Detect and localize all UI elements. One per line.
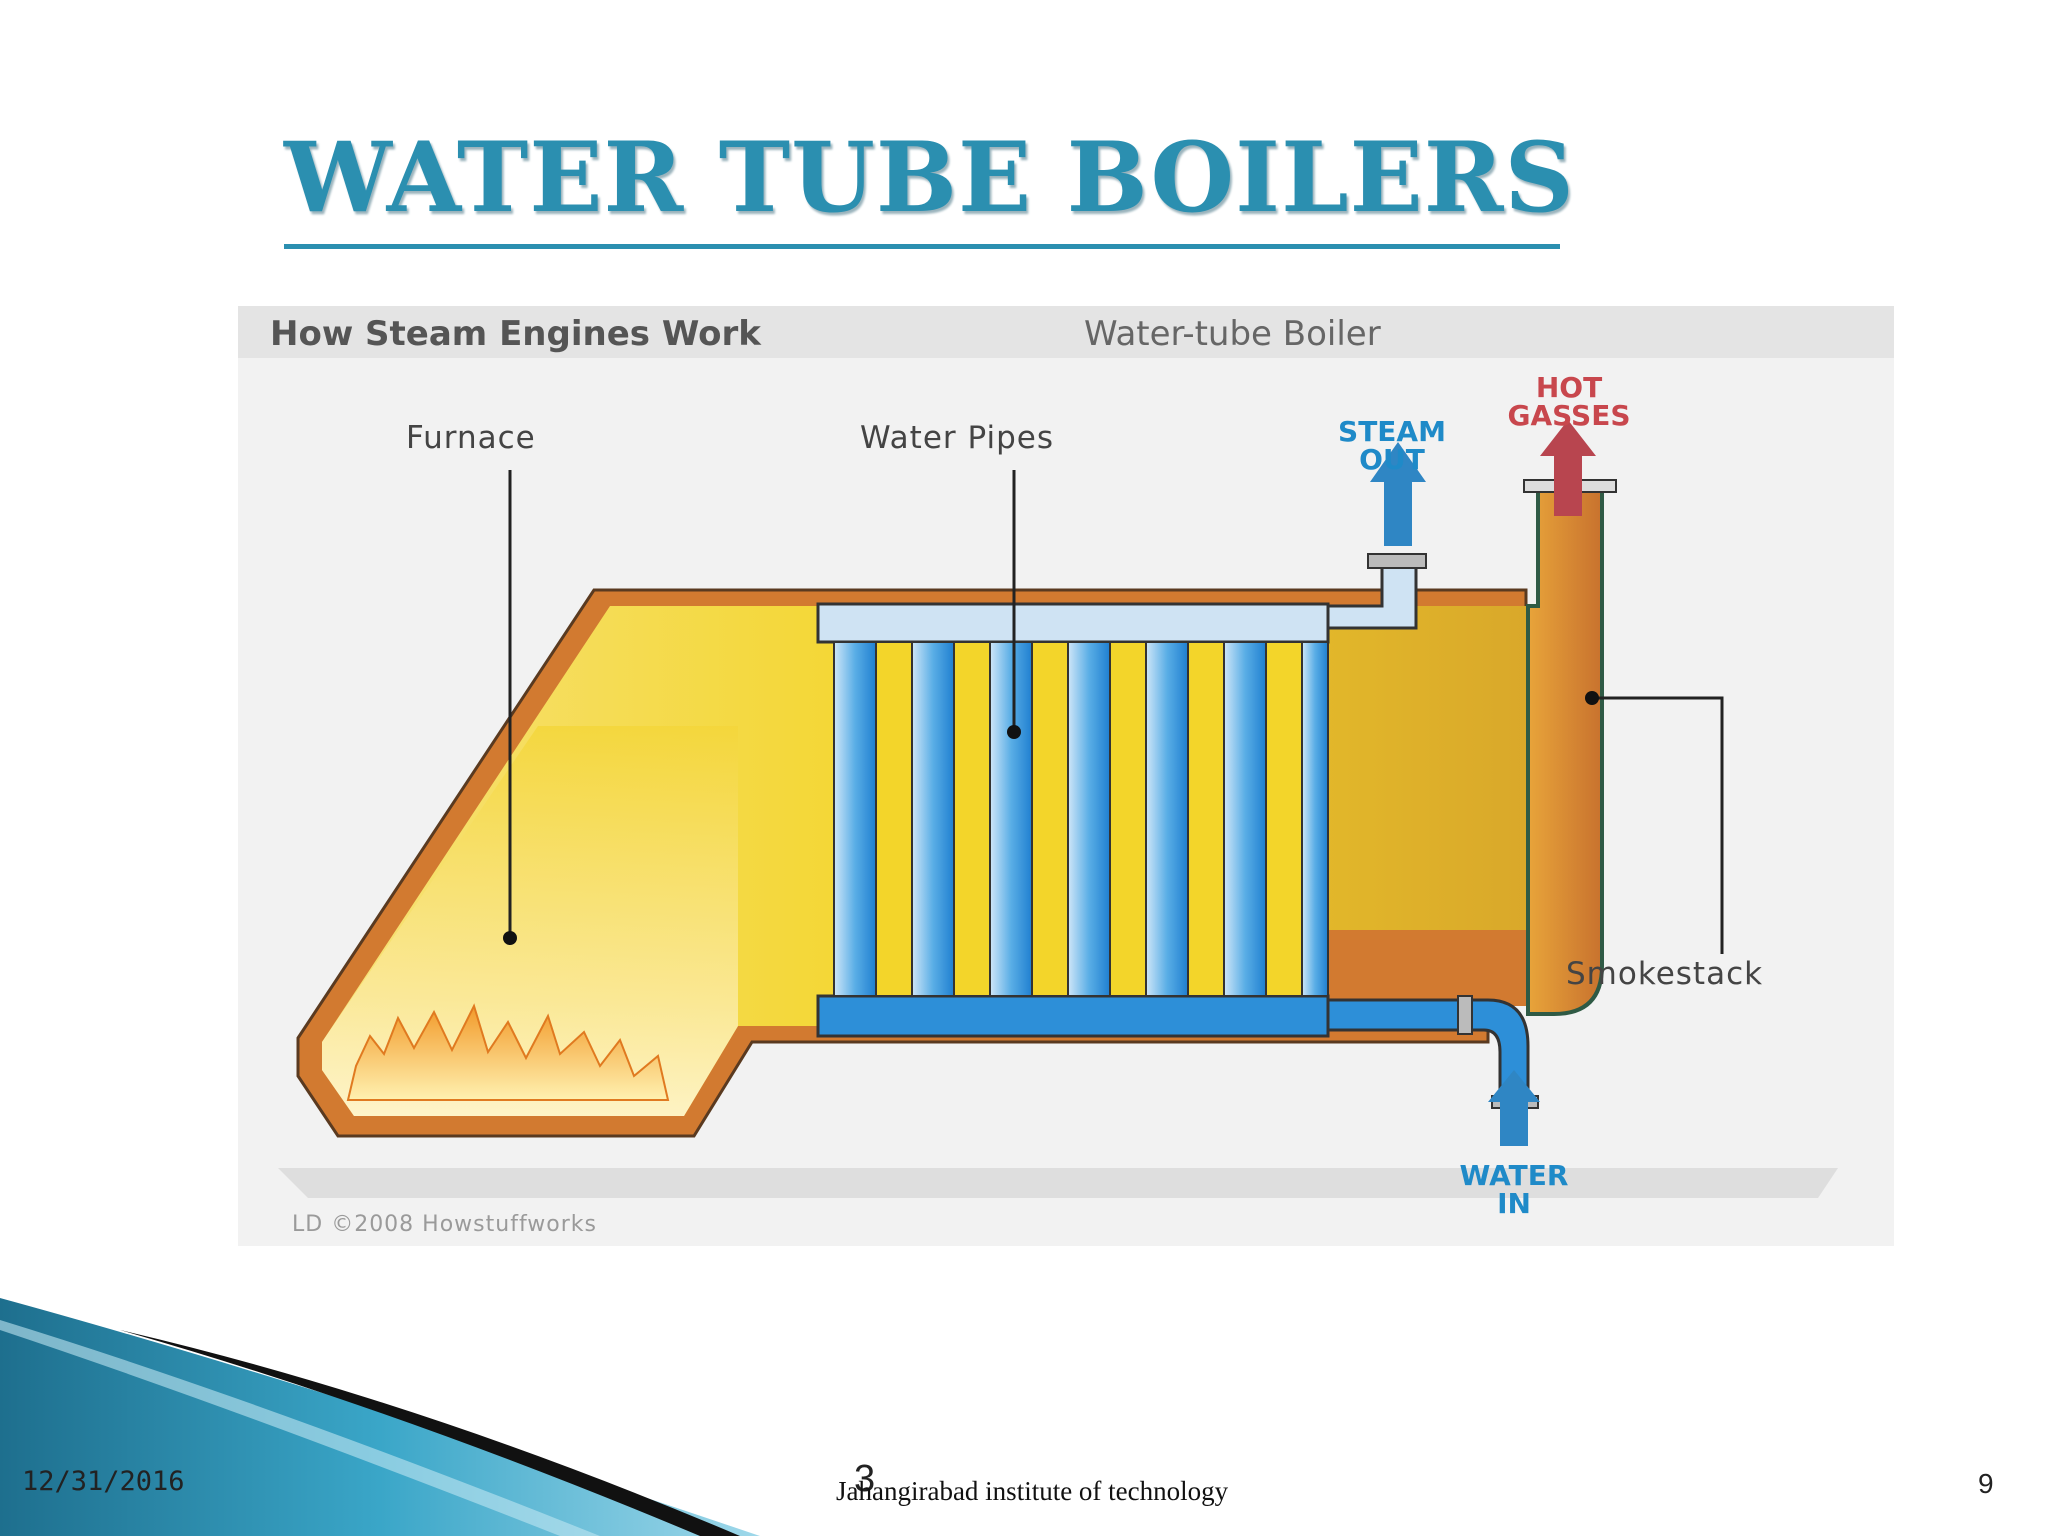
swoosh-highlight xyxy=(0,1320,600,1536)
gas-arrow xyxy=(1540,420,1596,516)
smokestack xyxy=(1526,486,1604,1016)
water-arrow xyxy=(1488,1070,1540,1146)
slide-title: WATER TUBE BOILERS xyxy=(284,121,1575,234)
boiler-diagram: How Steam Engines Work Water-tube Boiler xyxy=(238,306,1894,1246)
figure-header-subtitle: Water-tube Boiler xyxy=(1084,314,1381,354)
smokestack-label: Smokestack xyxy=(1566,956,1764,992)
page-number: 9 xyxy=(1978,1468,1994,1499)
water-tubes xyxy=(833,641,1329,997)
furnace-label: Furnace xyxy=(406,420,536,456)
water-pipes-label: Water Pipes xyxy=(860,420,1055,456)
footer-date: 12/31/2016 xyxy=(22,1466,185,1497)
steam-flange xyxy=(1367,553,1427,569)
figure-header-title: How Steam Engines Work xyxy=(270,314,761,354)
water-flange xyxy=(1457,995,1473,1035)
steam-out-line1: STEAM xyxy=(1338,415,1446,448)
water-in-line1: WATER xyxy=(1459,1159,1569,1192)
swoosh-black xyxy=(120,1330,740,1536)
copyright-note: LD ©2008 Howstuffworks xyxy=(292,1212,598,1237)
water-in-label: WATER IN xyxy=(1434,1162,1594,1218)
water-in-pipe xyxy=(1326,998,1530,1104)
floor-shadow xyxy=(278,1168,1838,1198)
hot-gasses-label: HOT GASSES xyxy=(1484,374,1654,430)
hot-gasses-line1: HOT xyxy=(1535,371,1603,404)
tube-gaps xyxy=(875,641,1303,997)
footer-institution: Jahangirabad institute of technology xyxy=(836,1476,1229,1506)
hot-gasses-line2: GASSES xyxy=(1507,399,1631,432)
flames xyxy=(346,1003,670,1101)
boiler-illustration xyxy=(278,420,1838,1198)
leader-lines xyxy=(508,470,1724,954)
steam-drum xyxy=(816,602,1330,644)
water-drum xyxy=(816,994,1330,1038)
furnace-area xyxy=(322,726,738,1116)
figure-header-bar: How Steam Engines Work Water-tube Boiler xyxy=(238,306,1894,358)
corner-swoosh xyxy=(0,1298,760,1536)
leader-dots xyxy=(503,691,1599,945)
water-in-line2: IN xyxy=(1497,1187,1531,1220)
title-underline xyxy=(284,244,1560,249)
steam-out-line2: OUT xyxy=(1359,443,1425,476)
footer-number: 3 xyxy=(854,1458,876,1500)
baffle xyxy=(1298,930,1528,1006)
steam-out-label: STEAM OUT xyxy=(1312,418,1472,474)
steam-arrow xyxy=(1370,442,1426,546)
